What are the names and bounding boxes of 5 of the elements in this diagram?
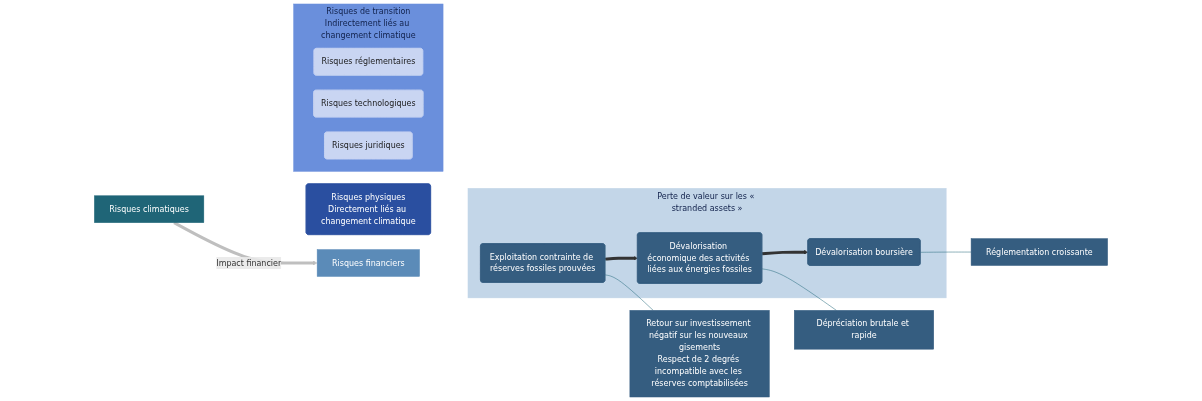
connector [604,274,654,311]
connector [920,251,972,253]
arrow [762,250,809,256]
connector [761,268,837,311]
arrow [605,256,638,261]
